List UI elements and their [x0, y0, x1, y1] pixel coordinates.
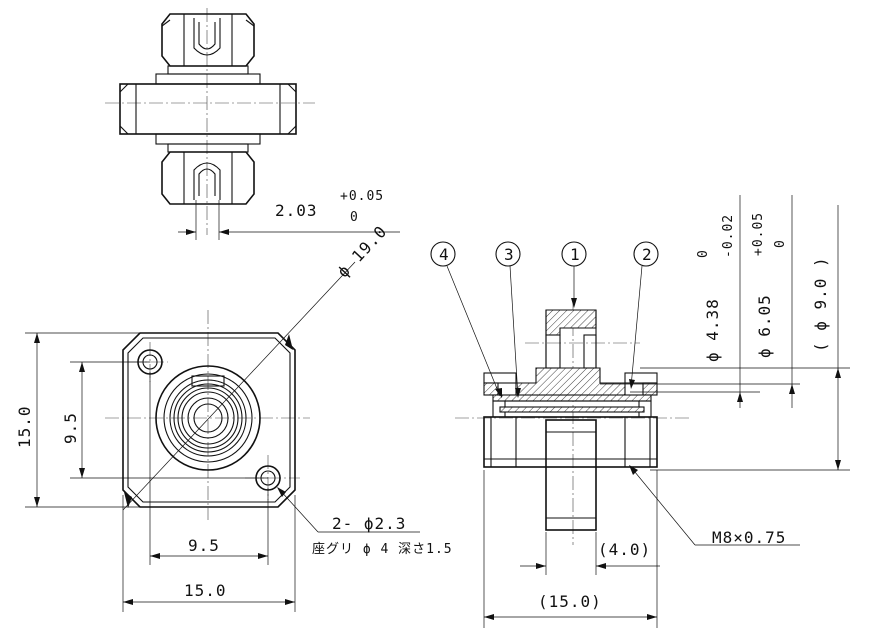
balloon-3 [495, 241, 521, 267]
section-view [430, 195, 850, 628]
counterbore-note: 座グリ ϕ 4 深さ1.5 [312, 542, 453, 557]
hole-pitch-v-dim: 9.5 [61, 412, 80, 444]
balloon-4 [430, 241, 456, 267]
shaft-width-tol-upper: +0.05 [340, 189, 384, 204]
shaft-width-dim: 2.03 [275, 201, 318, 220]
top-view [105, 8, 400, 240]
dia-438-tol-upper: 0 [696, 249, 711, 258]
width-dim: 15.0 [184, 581, 227, 600]
flange-plate [122, 332, 296, 508]
threaded-shaft [545, 419, 597, 531]
cap-section [545, 309, 597, 336]
ferrule-bore [193, 403, 223, 433]
dia-438-tol-lower: -0.02 [721, 214, 736, 258]
flange-diameter-dim: ϕ 19.0 [333, 222, 390, 282]
ref-4-dim: (4.0) [598, 540, 651, 559]
balloon-4-label: 4 [439, 245, 450, 264]
lower-nut [161, 151, 255, 205]
balloon-2 [633, 241, 659, 267]
holes-callout: 2- ϕ2.3 [332, 514, 406, 533]
upper-nut [161, 13, 255, 67]
front-view [25, 261, 420, 612]
thread-callout: M8×0.75 [712, 528, 786, 547]
shaft-width-tol-lower: 0 [350, 210, 359, 225]
dia-605-dim: ϕ 6.05 [755, 294, 774, 358]
lower-nut-section [483, 416, 658, 468]
dia-9-ref-dim: ( ϕ 9.0 ) [811, 256, 830, 352]
hole-pitch-h-dim: 9.5 [188, 536, 220, 555]
body-section [515, 367, 626, 396]
flange [119, 83, 297, 135]
dia-605-tol-lower: 0 [773, 239, 788, 248]
ref-15-dim: (15.0) [538, 592, 602, 611]
outer-ring [155, 365, 261, 471]
height-dim: 15.0 [15, 405, 34, 448]
balloon-3-label: 3 [504, 245, 515, 264]
dia-438-dim: ϕ 4.38 [703, 298, 722, 362]
balloon-2-label: 2 [642, 245, 653, 264]
dia-605-tol-upper: +0.05 [751, 212, 766, 256]
balloon-1-label: 1 [570, 245, 581, 264]
